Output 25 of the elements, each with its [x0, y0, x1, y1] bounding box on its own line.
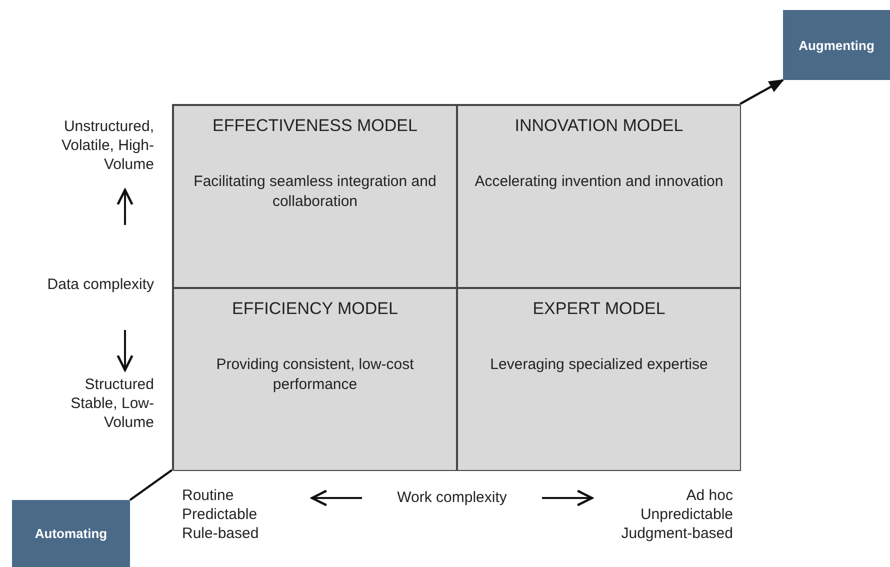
quadrant-heading: EFFICIENCY MODEL	[231, 299, 399, 319]
quadrant-description: Accelerating invention and innovation	[474, 172, 724, 192]
quadrant-heading: INNOVATION MODEL	[514, 116, 684, 136]
axis-end-label: Unstructured, Volatile, High-Volume	[60, 117, 154, 174]
connector-line	[129, 469, 173, 501]
quadrant	[173, 105, 457, 288]
quadrant	[457, 288, 741, 471]
box-label: Augmenting	[798, 38, 874, 52]
quadrant	[173, 288, 457, 471]
quadrant	[457, 105, 741, 288]
quadrant-description: Facilitating seamless integration and collaboration	[192, 172, 438, 212]
axis-end-label: Ad hoc Unpredictable Judgment-based	[620, 486, 733, 543]
quadrant-description: Providing consistent, low-cost performance	[215, 355, 415, 395]
quadrant-heading: EXPERT MODEL	[532, 299, 666, 319]
axis-title: Data complexity	[46, 275, 154, 294]
axis-end-label: Structured Stable, Low-Volume	[70, 375, 154, 432]
matrix-grid	[172, 104, 740, 470]
augmenting-box	[783, 10, 890, 80]
box-label: Automating	[34, 526, 108, 541]
axis-end-label: Routine Predictable Rule-based	[182, 486, 260, 543]
axis-title: Work complexity	[396, 488, 508, 507]
quadrant-heading: EFFECTIVENESS MODEL	[212, 116, 418, 136]
automating-box	[12, 500, 130, 567]
connector-line	[739, 79, 784, 105]
quadrant-description: Leveraging specialized expertise	[489, 355, 709, 375]
